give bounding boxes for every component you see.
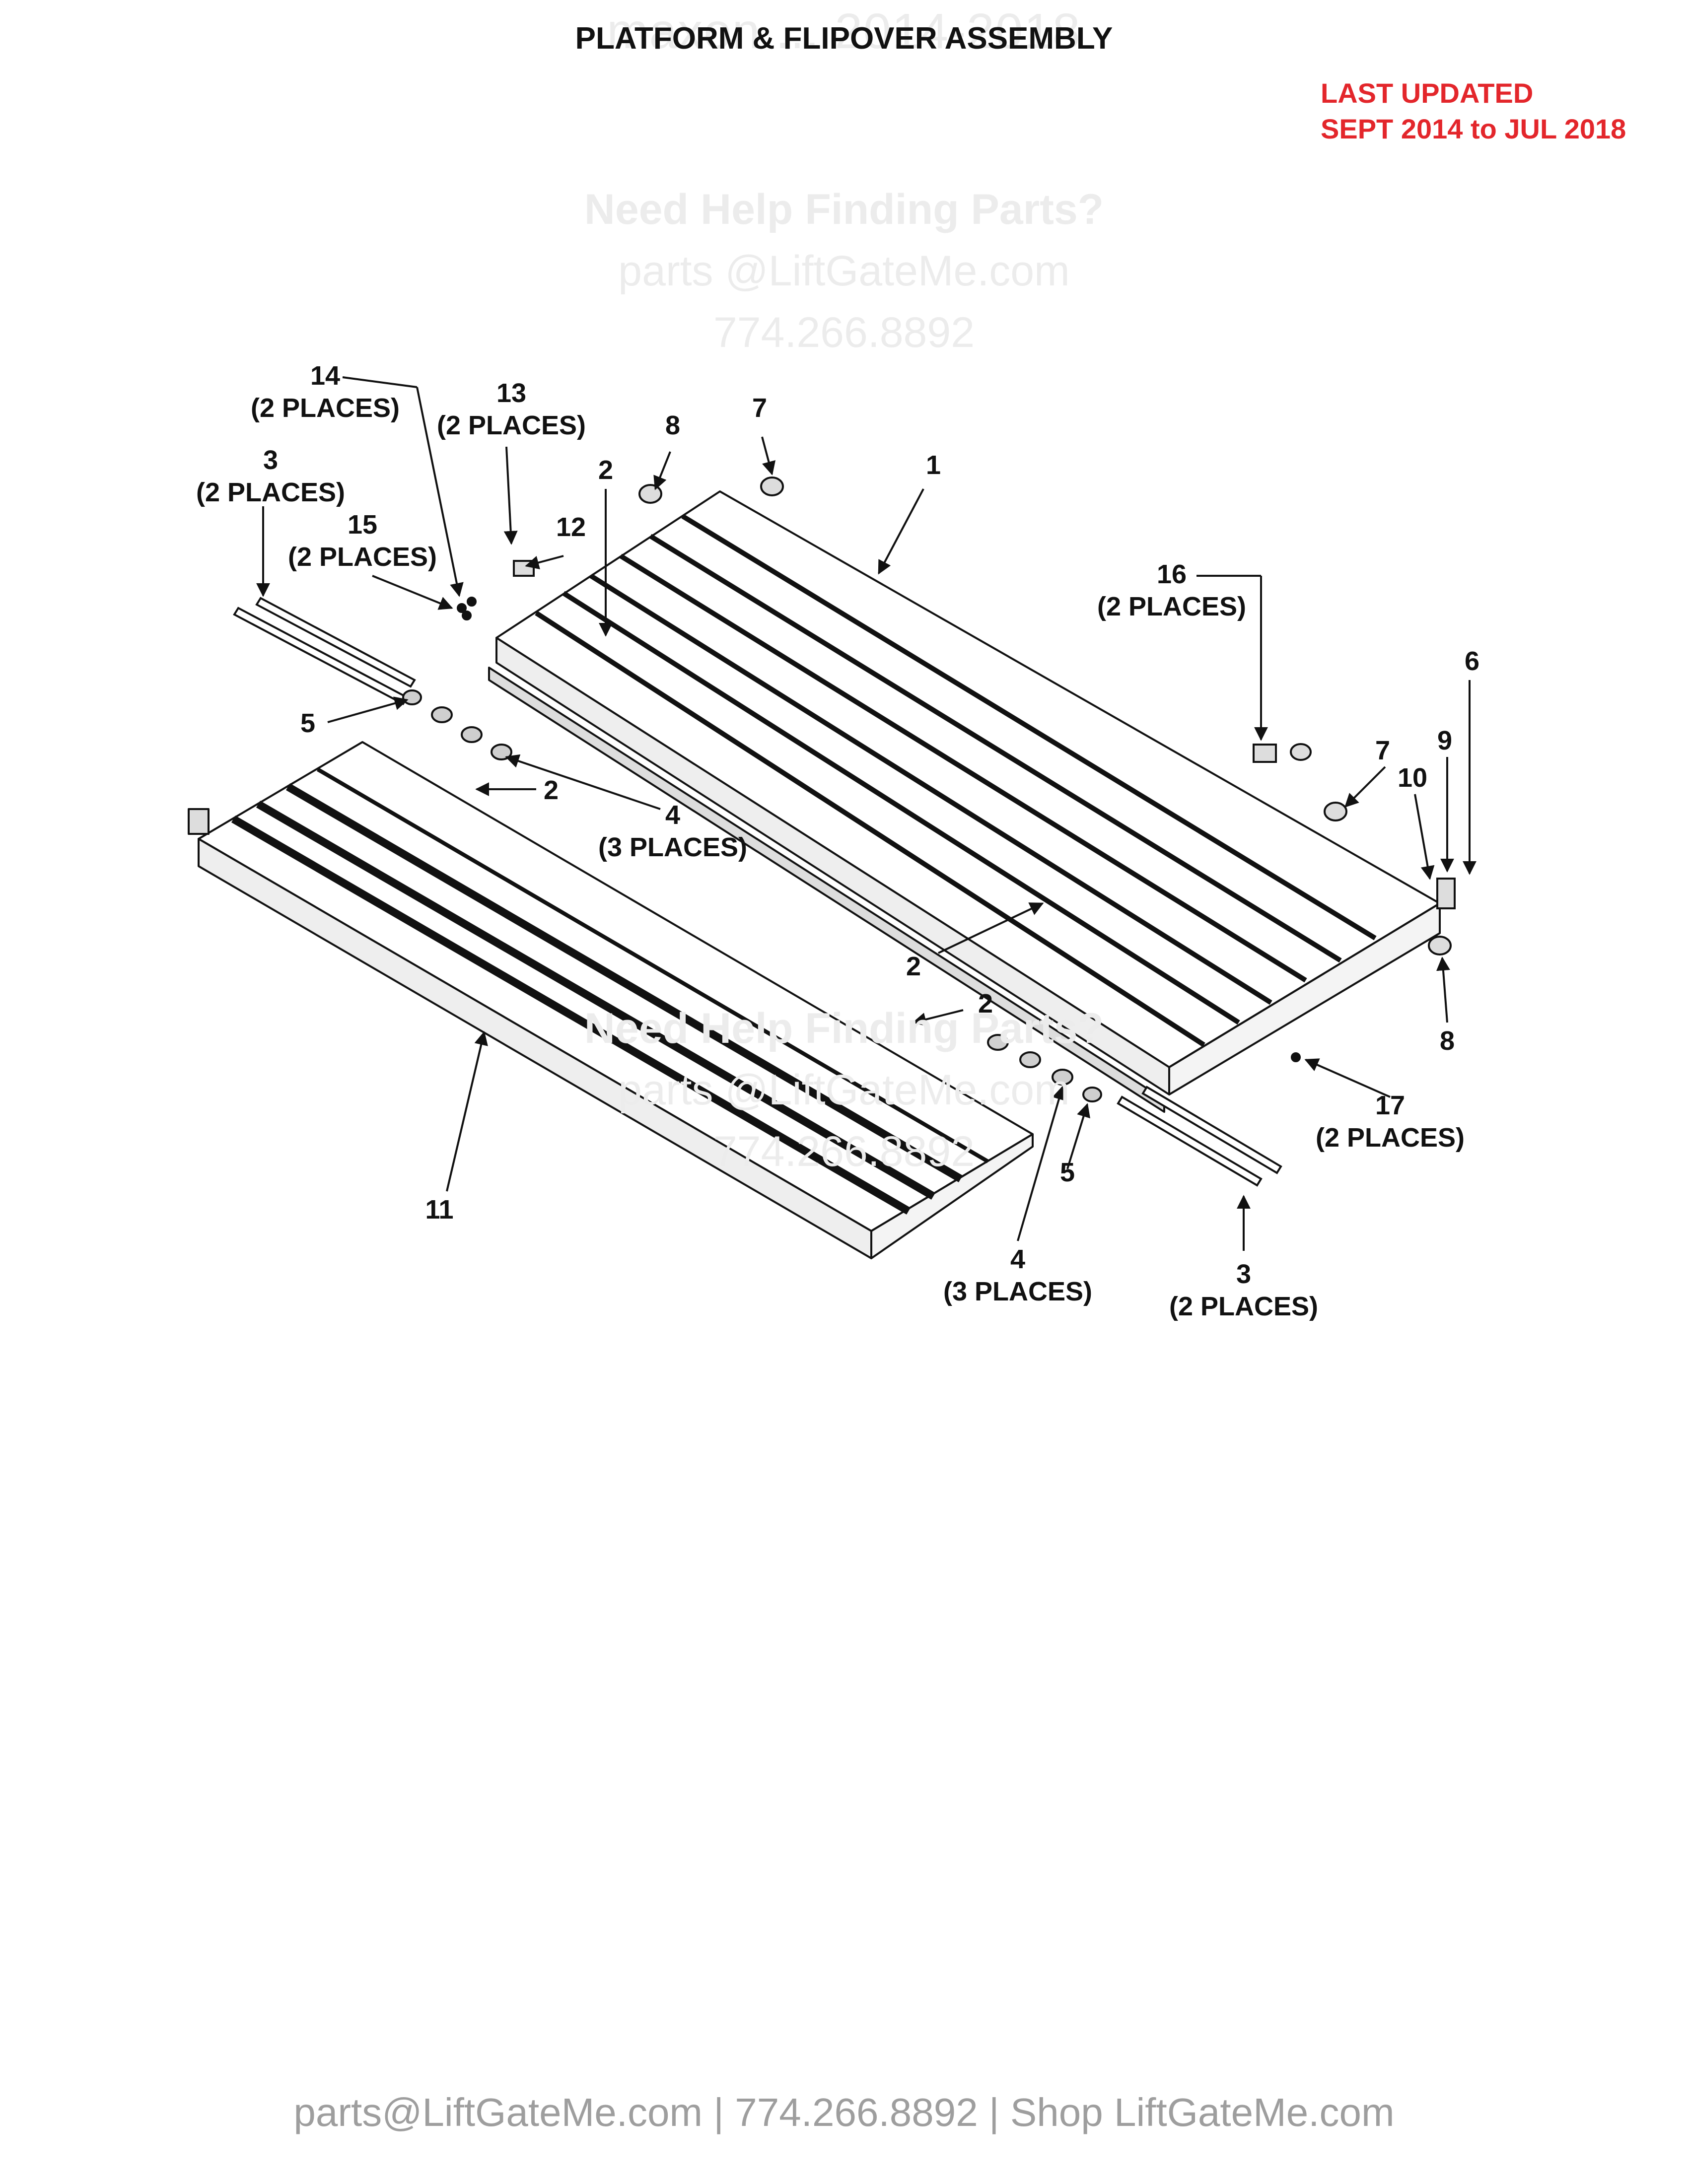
last-updated-range: SEPT 2014 to JUL 2018 [1321,113,1626,144]
callout-4-right-qty: (3 PLACES) [943,1277,1092,1306]
callout-1: 1 [926,450,941,480]
callout-9: 9 [1437,726,1452,755]
main-platform [488,490,1441,1113]
callout-13: 13 [496,378,526,408]
callout-4-right: 4 [1010,1244,1025,1274]
bushings [402,689,1102,1102]
callout-2-platform: 2 [598,455,613,485]
callout-13-qty: (2 PLACES) [437,410,586,440]
callout-8-top: 8 [665,410,680,440]
callout-17: 17 [1375,1091,1405,1120]
help-watermark-middle: Need Help Finding Parts? parts @LiftGate… [0,998,1688,1182]
callout-3-left: 3 [263,445,278,475]
bracket-item-12 [513,560,535,577]
help-watermark-heading-2: Need Help Finding Parts? [584,1005,1104,1052]
small-hardware [457,477,1456,1062]
leader-lines [256,376,1477,1251]
callout-3-right: 3 [1236,1259,1251,1289]
washer-item-16 [1290,743,1312,761]
callout-6: 6 [1465,646,1479,676]
top-watermark: maxon ... 2014-2018 [607,3,1081,59]
help-watermark-top: Need Help Finding Parts? parts @LiftGate… [0,179,1688,363]
callout-4-left: 4 [665,800,680,830]
callout-11: 11 [425,1195,453,1225]
callout-labels: 14 (2 PLACES) 13 (2 PLACES) 8 7 1 2 3 (2… [196,361,1479,1321]
callout-15-qty: (2 PLACES) [288,542,437,572]
last-updated-label: LAST UPDATED [1321,77,1534,109]
help-watermark-phone: 774.266.8892 [713,309,975,356]
plug-item-8-right [1428,936,1452,956]
help-watermark-phone-2: 774.266.8892 [713,1128,975,1175]
hinge-rods [233,597,1282,1187]
callout-5-left: 5 [300,708,315,738]
hinge-block-item-10 [1436,878,1456,909]
help-watermark-email: parts @LiftGateMe.com [618,247,1070,295]
plug-item-7-top [760,477,784,496]
callout-2-right-upper: 2 [906,952,921,981]
plug-item-8-top [638,484,662,504]
bracket-item-16 [1253,744,1277,763]
callout-10: 10 [1398,763,1427,793]
callout-7-right: 7 [1375,736,1390,765]
callout-14-qty: (2 PLACES) [251,393,400,423]
callout-16: 16 [1157,559,1187,589]
last-updated-note: LAST UPDATED SEPT 2014 to JUL 2018 [1321,75,1626,147]
callout-16-qty: (2 PLACES) [1097,592,1246,621]
callout-17-qty: (2 PLACES) [1316,1123,1465,1153]
callout-7-top: 7 [752,393,767,423]
plug-item-7-right [1324,802,1347,821]
callout-2-flipover: 2 [544,775,559,805]
callout-15: 15 [348,510,377,540]
callout-4-left-qty: (3 PLACES) [598,832,747,862]
flipover-platform [188,741,1034,1259]
help-watermark-heading: Need Help Finding Parts? [584,186,1104,233]
page-title: PLATFORM & FLIPOVER ASSEMBLY [575,21,1113,56]
callout-3-left-qty: (2 PLACES) [196,478,345,507]
callout-12: 12 [556,512,586,542]
callout-2-right-lower: 2 [978,989,993,1019]
callout-5-right: 5 [1060,1158,1075,1187]
footer-contact: parts@LiftGateMe.com | 774.266.8892 | Sh… [293,2090,1395,2134]
callout-8-right: 8 [1440,1026,1455,1056]
callout-14: 14 [310,361,340,391]
help-watermark-email-2: parts @LiftGateMe.com [618,1066,1070,1114]
callout-3-right-qty: (2 PLACES) [1169,1292,1318,1321]
